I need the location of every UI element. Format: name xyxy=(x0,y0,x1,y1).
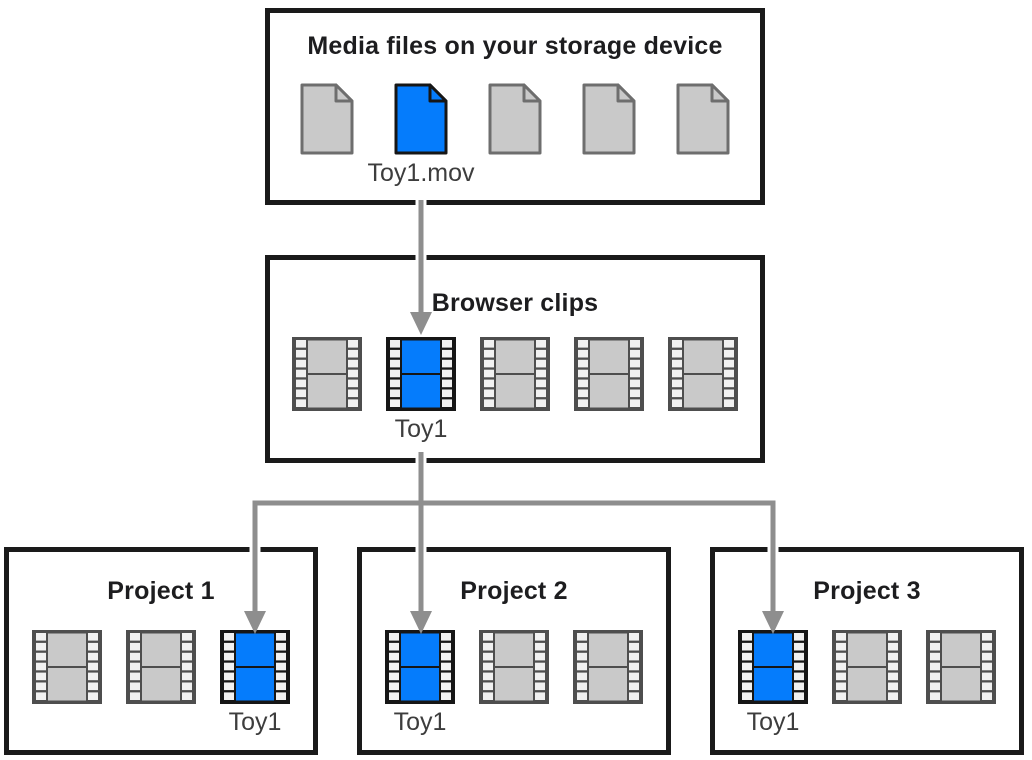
filmstrip-slot-highlighted: Toy1 xyxy=(738,630,808,736)
document-slot xyxy=(488,83,542,155)
document-slot-highlighted: Toy1.mov xyxy=(368,83,474,187)
filmstrip-slot-highlighted: Toy1 xyxy=(386,337,456,443)
project-3-box: Project 3 Toy1 xyxy=(710,547,1024,755)
filmstrip-slot xyxy=(480,337,550,411)
storage-files-row: Toy1.mov xyxy=(270,83,760,187)
filmstrip-clip-icon-highlighted xyxy=(386,337,456,411)
document-slot xyxy=(582,83,636,155)
media-file-icon xyxy=(300,83,354,155)
filmstrip-clip-icon xyxy=(573,630,643,704)
clip-name-label: Toy1.mov xyxy=(367,159,475,187)
browser-box: Browser clips Toy1 xyxy=(265,255,765,463)
storage-box: Media files on your storage device Toy1.… xyxy=(265,8,765,205)
project-3-clips-row: Toy1 xyxy=(715,630,1019,736)
project-2-title: Project 2 xyxy=(460,577,568,605)
clip-name-label: Toy1 xyxy=(394,415,448,443)
media-file-icon xyxy=(582,83,636,155)
filmstrip-slot xyxy=(292,337,362,411)
filmstrip-clip-icon xyxy=(832,630,902,704)
filmstrip-slot xyxy=(832,630,902,704)
filmstrip-slot xyxy=(32,630,102,704)
filmstrip-slot-highlighted: Toy1 xyxy=(220,630,290,736)
document-slot xyxy=(676,83,730,155)
project-2-clips-row: Toy1 xyxy=(362,630,666,736)
clip-name-label: Toy1 xyxy=(228,708,282,736)
project-2-box: Project 2 Toy1 xyxy=(357,547,671,755)
browser-clips-row: Toy1 xyxy=(270,337,760,443)
filmstrip-slot xyxy=(479,630,549,704)
media-file-icon-highlighted xyxy=(394,83,448,155)
filmstrip-clip-icon xyxy=(480,337,550,411)
filmstrip-slot xyxy=(126,630,196,704)
filmstrip-slot-highlighted: Toy1 xyxy=(385,630,455,736)
filmstrip-slot xyxy=(668,337,738,411)
filmstrip-slot xyxy=(926,630,996,704)
filmstrip-clip-icon xyxy=(32,630,102,704)
document-slot xyxy=(300,83,354,155)
filmstrip-clip-icon-highlighted xyxy=(738,630,808,704)
project-1-title: Project 1 xyxy=(107,577,215,605)
filmstrip-slot xyxy=(573,630,643,704)
project-1-box: Project 1 Toy1 xyxy=(4,547,318,755)
browser-box-title: Browser clips xyxy=(431,289,599,317)
filmstrip-clip-icon xyxy=(479,630,549,704)
filmstrip-clip-icon xyxy=(574,337,644,411)
filmstrip-clip-icon xyxy=(926,630,996,704)
clip-name-label: Toy1 xyxy=(746,708,800,736)
filmstrip-clip-icon-highlighted xyxy=(220,630,290,704)
storage-box-title: Media files on your storage device xyxy=(307,32,723,60)
filmstrip-slot xyxy=(574,337,644,411)
filmstrip-clip-icon xyxy=(292,337,362,411)
media-file-icon xyxy=(488,83,542,155)
filmstrip-clip-icon xyxy=(126,630,196,704)
filmstrip-clip-icon-highlighted xyxy=(385,630,455,704)
filmstrip-clip-icon xyxy=(668,337,738,411)
clip-name-label: Toy1 xyxy=(393,708,447,736)
project-1-clips-row: Toy1 xyxy=(9,630,313,736)
project-3-title: Project 3 xyxy=(813,577,921,605)
media-file-icon xyxy=(676,83,730,155)
